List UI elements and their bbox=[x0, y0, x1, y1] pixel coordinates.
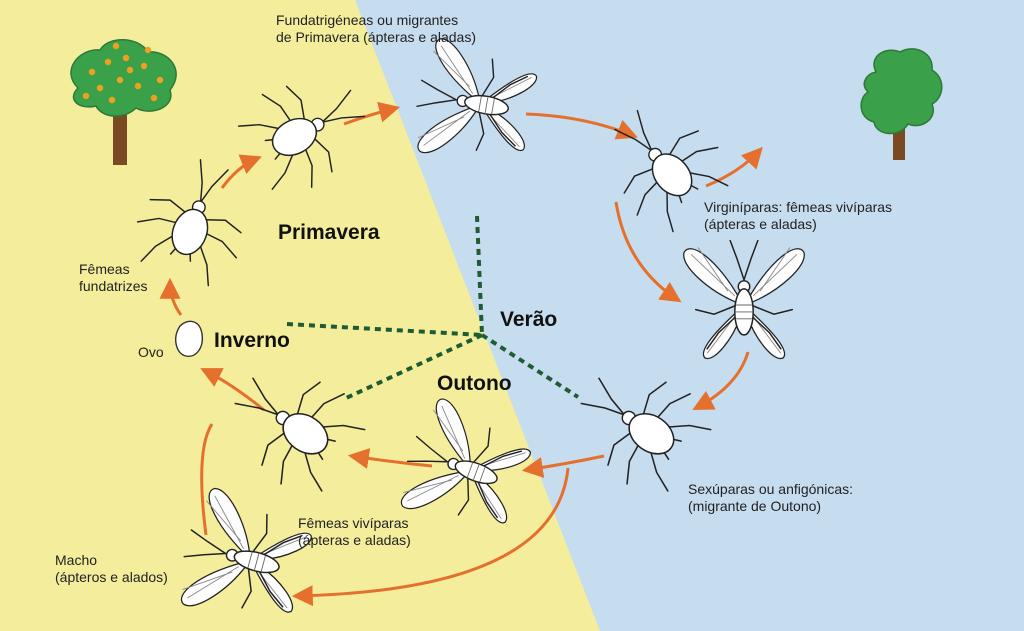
season-dividers bbox=[286, 215, 580, 401]
label-fundatrizes-line1: Fêmeas bbox=[79, 261, 130, 277]
egg-icon bbox=[175, 320, 203, 357]
label-macho: Macho (ápteros e alados) bbox=[55, 552, 168, 586]
label-sexuparas: Sexúparas ou anfigónicas: (migrante de O… bbox=[688, 481, 853, 515]
label-virginiparas: Virginíparas: fêmeas vivíparas (ápteras … bbox=[704, 199, 892, 233]
divider-verao-outono bbox=[480, 333, 580, 399]
label-fundatrigeneas: Fundatrigéneas ou migrantes de Primavera… bbox=[276, 12, 476, 46]
cycle-arrows bbox=[159, 101, 763, 607]
label-fundatrigeneas-line2: de Primavera (ápteras e aladas) bbox=[276, 29, 476, 45]
season-label-verao: Verão bbox=[500, 308, 558, 331]
label-fundatrizes: Fêmeas fundatrizes bbox=[79, 261, 147, 295]
tree-fruit-icon bbox=[70, 39, 177, 166]
season-label-inverno: Inverno bbox=[214, 329, 290, 352]
arrow-to-sexupara bbox=[692, 351, 750, 410]
divider-inverno-outono bbox=[343, 333, 483, 401]
label-viviparas-line2: (ápteras e aladas) bbox=[298, 532, 411, 548]
label-virginiparas-line2: (ápteras e aladas) bbox=[704, 216, 817, 232]
arrow-to-migrante-primavera bbox=[343, 101, 401, 126]
arrow-ovo-to-fundatriz bbox=[159, 277, 183, 316]
season-label-outono: Outono bbox=[437, 372, 512, 395]
divider-primavera-verao bbox=[475, 215, 484, 336]
label-macho-line2: (ápteros e alados) bbox=[55, 569, 168, 585]
tree-green-icon bbox=[860, 48, 943, 160]
arrow-to-virginipara-alada bbox=[614, 201, 682, 303]
label-macho-line1: Macho bbox=[55, 552, 98, 568]
arrow-to-macho bbox=[291, 467, 570, 607]
season-label-primavera: Primavera bbox=[278, 221, 380, 244]
label-sexuparas-line2: (migrante de Outono) bbox=[688, 498, 822, 514]
arrow-to-vivipara-aptera bbox=[347, 448, 433, 469]
arrow-to-ovo bbox=[200, 368, 265, 412]
label-fundatrigeneas-line1: Fundatrigéneas ou migrantes bbox=[276, 12, 459, 28]
arrow-to-virginipara bbox=[525, 112, 638, 140]
label-viviparas: Fêmeas vivíparas (ápteras e aladas) bbox=[298, 515, 411, 549]
arrow-virginipara-loop bbox=[705, 146, 763, 188]
arrow-macho-up bbox=[200, 423, 214, 536]
label-sexuparas-line1: Sexúparas ou anfigónicas: bbox=[688, 481, 853, 497]
label-viviparas-line1: Fêmeas vivíparas bbox=[298, 515, 409, 531]
label-virginiparas-line1: Virginíparas: fêmeas vivíparas bbox=[704, 199, 893, 215]
label-fundatrizes-line2: fundatrizes bbox=[79, 278, 148, 294]
arrow-to-vivipara-alada bbox=[521, 454, 605, 478]
spring-winter-background bbox=[0, 0, 600, 631]
label-ovo: Ovo bbox=[138, 344, 164, 360]
arrow-fundatriz-to-fundatrigenea bbox=[220, 154, 262, 189]
